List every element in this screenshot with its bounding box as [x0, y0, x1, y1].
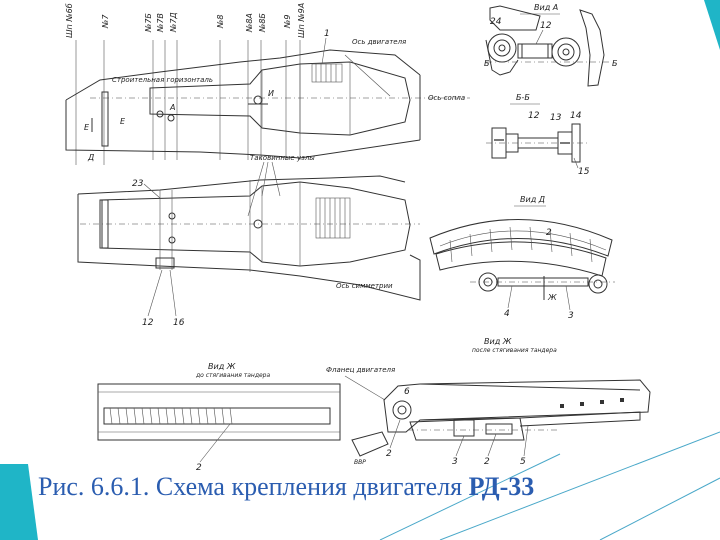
- bottom-label: ВВР: [354, 459, 366, 466]
- item-number: 24: [490, 17, 502, 27]
- frame-label: №8А: [245, 13, 254, 33]
- symmetry-axis-label: Ось симметрии: [336, 282, 393, 290]
- item-number: 1: [324, 29, 330, 39]
- item-number: 3: [568, 311, 574, 321]
- point-label: А: [169, 103, 175, 112]
- figure-caption: Рис. 6.6.1. Схема крепления двигателя РД…: [38, 472, 698, 502]
- point-label: И: [268, 89, 274, 98]
- view-title: Вид Ж: [208, 362, 236, 371]
- top-view: Таковинные узлы 23 12 16 Ось симметрии: [77, 154, 421, 328]
- caption-text: Рис. 6.6.1. Схема крепления двигателя: [38, 472, 469, 501]
- engine-name: РД-33: [468, 472, 535, 501]
- section-mark: Б: [484, 59, 490, 68]
- view-title: Вид Д: [520, 195, 545, 204]
- item-number: 2: [484, 457, 490, 467]
- view-d: Вид Д 2 4 Ж 3: [429, 195, 615, 321]
- item-number: 16: [173, 318, 185, 328]
- side-view: Шп №6б №7 №7Б №7В №7Д №8 №8А №8Б №9 Шп №…: [65, 3, 470, 165]
- item-number: 6: [404, 387, 410, 397]
- frame-label: №7В: [156, 13, 165, 33]
- item-number: 2: [196, 463, 202, 473]
- frame-label: №8Б: [258, 13, 267, 33]
- item-number: 5: [520, 457, 526, 467]
- item-number: 3: [452, 457, 458, 467]
- frame-label: Шп №6б: [65, 3, 74, 38]
- item-number: 23: [132, 179, 144, 189]
- view-subtitle: после стягивания тандера: [472, 347, 557, 354]
- nozzle-axis-label: Ось сопла: [428, 94, 465, 102]
- point-label: Д: [87, 153, 94, 162]
- view-zh-before: Вид Ж до стягивания тандера Фланец двига…: [97, 362, 395, 473]
- section-mark: Б: [612, 59, 618, 68]
- frame-label: №7Б: [144, 13, 153, 33]
- item-number: 2: [546, 228, 552, 238]
- item-number: 15: [578, 167, 590, 177]
- view-title: Вид Ж: [484, 337, 512, 346]
- item-number: 2: [386, 449, 392, 459]
- item-number: 4: [504, 309, 510, 319]
- frame-label: №9: [283, 15, 292, 29]
- frame-label: №7: [101, 14, 110, 29]
- view-mark: Ж: [547, 293, 557, 302]
- trunnions-label: Таковинные узлы: [250, 154, 315, 162]
- section-bb: Б-Б 12 13 14 15: [486, 93, 590, 177]
- item-number: 14: [570, 111, 582, 121]
- view-title: Вид А: [534, 3, 558, 12]
- view-a: Вид А 24 12 Б Б: [484, 3, 618, 87]
- item-number: 12: [142, 318, 154, 328]
- frame-label: №8: [216, 15, 225, 29]
- engine-axis-label: Ось двигателя: [352, 38, 406, 46]
- frame-label: Шп №9А: [297, 3, 306, 38]
- build-horizontal-label: Строительная горизонталь: [112, 76, 213, 84]
- frame-label: №7Д: [169, 12, 178, 33]
- view-subtitle: до стягивания тандера: [195, 372, 270, 379]
- flanges-label: Фланец двигателя: [326, 366, 395, 374]
- view-title: Б-Б: [516, 93, 530, 102]
- item-number: 12: [540, 21, 552, 31]
- view-zh-after: Вид Ж после стягивания тандера 6 2 3 2 5…: [351, 337, 651, 467]
- item-number: 13: [550, 113, 562, 123]
- item-number: 12: [528, 111, 540, 121]
- point-label: Е: [84, 123, 90, 132]
- point-label: Е: [120, 117, 126, 126]
